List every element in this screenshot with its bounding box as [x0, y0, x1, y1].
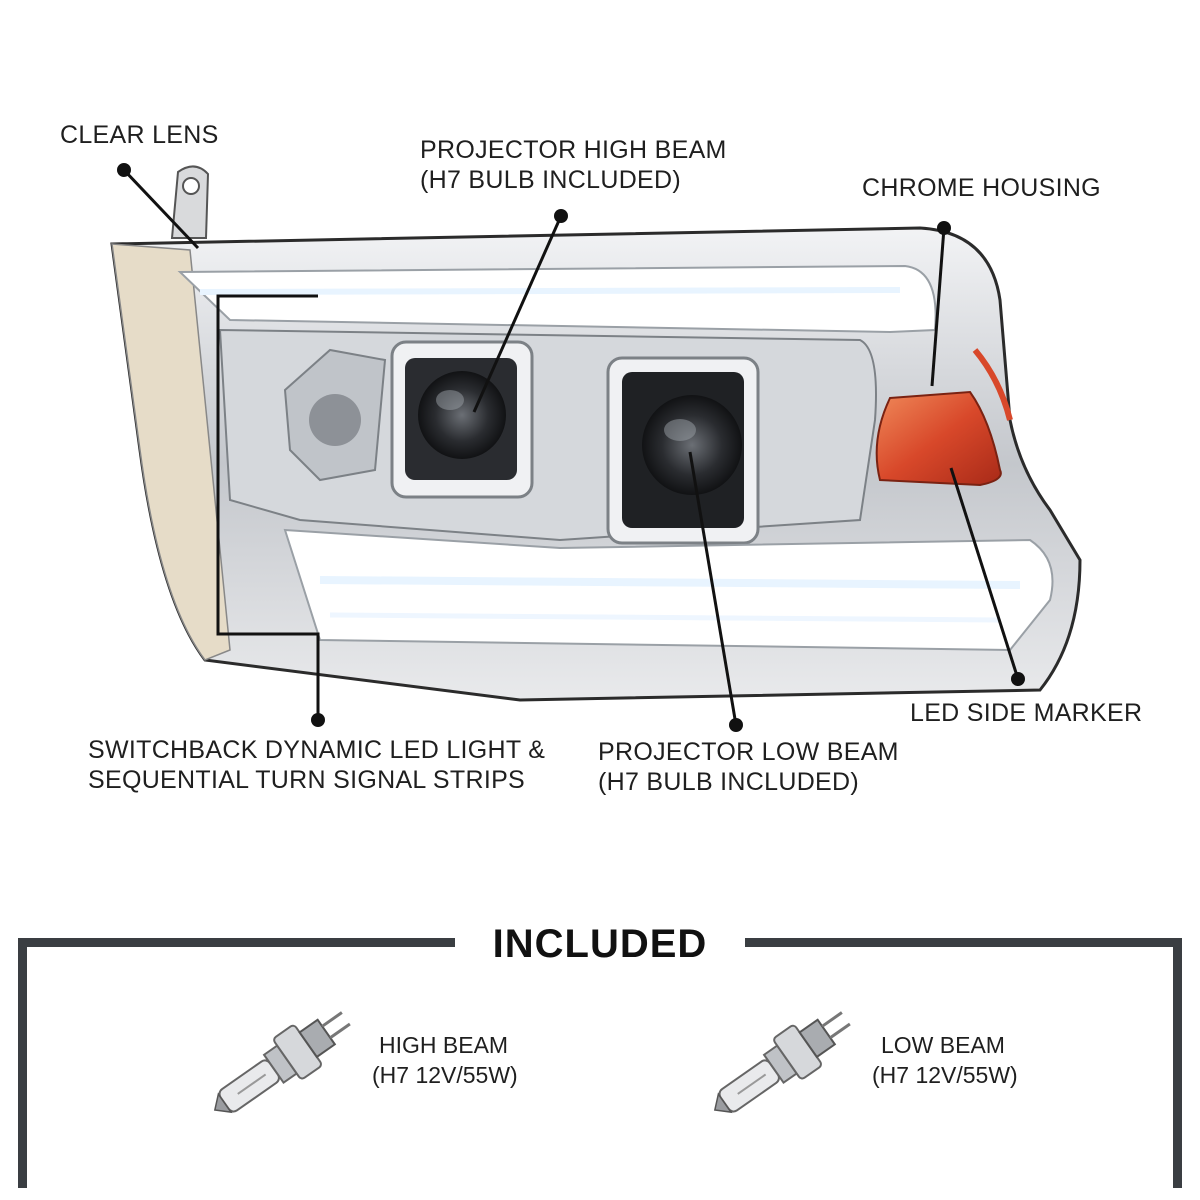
leader-dots: [117, 163, 1025, 732]
upper-led-strip: [177, 264, 937, 334]
high-beam-label: HIGH BEAM (H7 12V/55W): [372, 1032, 518, 1088]
callout-projector-low-beam: PROJECTOR LOW BEAM (H7 BULB INCLUDED): [598, 738, 899, 796]
headlight-illustration: [110, 163, 1082, 732]
amber-side-marker: [875, 390, 1002, 487]
leader-lines: [122, 168, 1020, 726]
callout-clear-lens: CLEAR LENS: [60, 121, 219, 149]
clear-lens-edge: [111, 243, 231, 661]
callout-chrome-housing: CHROME HOUSING: [862, 174, 1101, 202]
lower-led-strip: [283, 528, 1054, 652]
callout-led-side-marker: LED SIDE MARKER: [910, 699, 1143, 727]
low-beam-lens: [642, 395, 742, 495]
callout-switchback: SWITCHBACK DYNAMIC LED LIGHT & SEQUENTIA…: [88, 736, 546, 794]
high-beam-lens: [418, 371, 506, 459]
h7-bulb-icon-low: [713, 1011, 851, 1114]
callout-projector-high-beam: PROJECTOR HIGH BEAM (H7 BULB INCLUDED): [420, 136, 727, 194]
low-beam-label: LOW BEAM (H7 12V/55W): [872, 1032, 1018, 1088]
h7-bulb-icon-high: [213, 1011, 351, 1114]
included-title: INCLUDED: [455, 918, 745, 970]
